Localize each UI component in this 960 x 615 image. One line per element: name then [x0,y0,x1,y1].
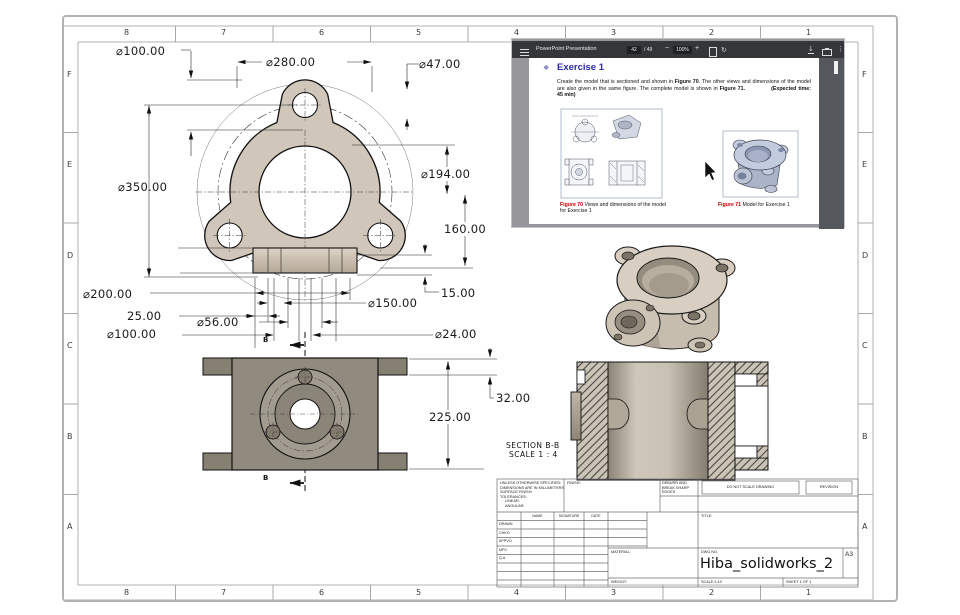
dimension: 32.00 [496,391,531,405]
rotate-icon[interactable]: ↻ [721,45,727,54]
zone-col: 6 [319,588,325,597]
dimension: 160.00 [443,222,488,236]
download-icon[interactable]: ↓ [808,45,814,54]
dimension: 15.00 [441,286,476,300]
bullet-icon: ❖ [543,64,550,72]
figure70-caption: Figure 70 Views and dimensions of the mo… [560,202,667,215]
zone-row: A [67,522,73,531]
dimension: ⌀47.00 [419,57,461,71]
zone-row: F [862,70,867,79]
zone-col: 5 [416,588,422,597]
dimension: ⌀194.00 [420,167,472,181]
figure71-caption: Figure 71 Model for Exercise 1 [718,202,790,208]
drawing-number: Hiba_solidworks_2 [700,556,834,572]
zone-col: 4 [514,28,520,37]
zone-col: 8 [124,28,130,37]
dimension: ⌀350.00 [118,180,168,194]
zone-col: 7 [221,28,227,37]
zone-col: 1 [806,588,812,597]
zone-col: 6 [319,28,325,37]
zoom-out-button[interactable]: − [665,45,670,52]
zone-col: 2 [709,28,715,37]
slide-figures [560,108,799,199]
front-view [196,79,414,301]
section-view-3d [570,361,769,481]
section-scale: SCALE 1 : 4 [509,450,558,459]
zone-row: E [67,160,73,169]
zone-row: B [862,432,868,441]
zone-col: 5 [416,28,422,37]
menu-icon[interactable] [520,49,529,56]
pdf-title: PowerPoint Presentation [536,46,597,52]
zone-col: 7 [221,588,227,597]
zone-row: A [862,522,868,531]
dimension: 25.00 [127,309,162,323]
slide-paragraph: Create the model that is sectioned and s… [557,79,812,99]
page-total-label: / 49 [644,46,653,53]
zone-col: 2 [709,588,715,597]
isometric-view [605,245,736,353]
section-marker-label: B [263,474,269,482]
section-marker-label: B [263,336,269,344]
zone-col: 3 [611,28,617,37]
dimension: ⌀280.00 [266,55,316,69]
zoom-level: 100% [673,45,692,54]
fit-page-icon[interactable] [709,47,717,57]
dimension: ⌀56.00 [197,315,239,329]
zone-col: 3 [611,588,617,597]
zone-col: 1 [806,28,812,37]
bottom-view [202,348,497,471]
pdf-toolbar: PowerPoint Presentation 42 / 49 − 100% +… [512,41,844,58]
pdf-viewer-embed: PowerPoint Presentation 42 / 49 − 100% +… [511,38,845,229]
slide-heading: Exercise 1 [557,62,605,73]
dimension: ⌀100.00 [116,44,166,58]
section-title: SECTION B-B [506,441,560,450]
title-block-grid [496,478,859,588]
expected-time: (Expected time: 45 min) [557,85,811,99]
dimension: ⌀150.00 [368,296,418,310]
zone-row: F [67,70,72,79]
more-vertical-icon[interactable]: ⋮ [837,45,844,53]
slide-content: ❖ Exercise 1 Create the model that is se… [512,58,821,229]
dimension: 225.00 [428,410,473,424]
zone-col: 4 [514,588,520,597]
zoom-in-button[interactable]: + [695,45,700,52]
zone-row: C [862,341,868,350]
paper-size: A3 [845,551,853,558]
zone-col: 8 [124,588,130,597]
scrollbar-thumb[interactable] [834,61,838,74]
zone-row: C [67,341,73,350]
dimension: ⌀24.00 [435,327,477,341]
dimension: ⌀100.00 [107,327,157,341]
dimension: ⌀200.00 [83,287,133,301]
zone-row: E [862,160,868,169]
zone-row: D [67,251,74,260]
zone-row: B [67,432,73,441]
section-line [289,332,306,492]
mouse-cursor [704,160,717,181]
page-number-input[interactable]: 42 [627,45,641,54]
zone-row: D [862,251,869,260]
pdf-scrollbar[interactable] [819,58,844,229]
slide-page [529,58,821,224]
print-icon[interactable] [822,48,832,56]
